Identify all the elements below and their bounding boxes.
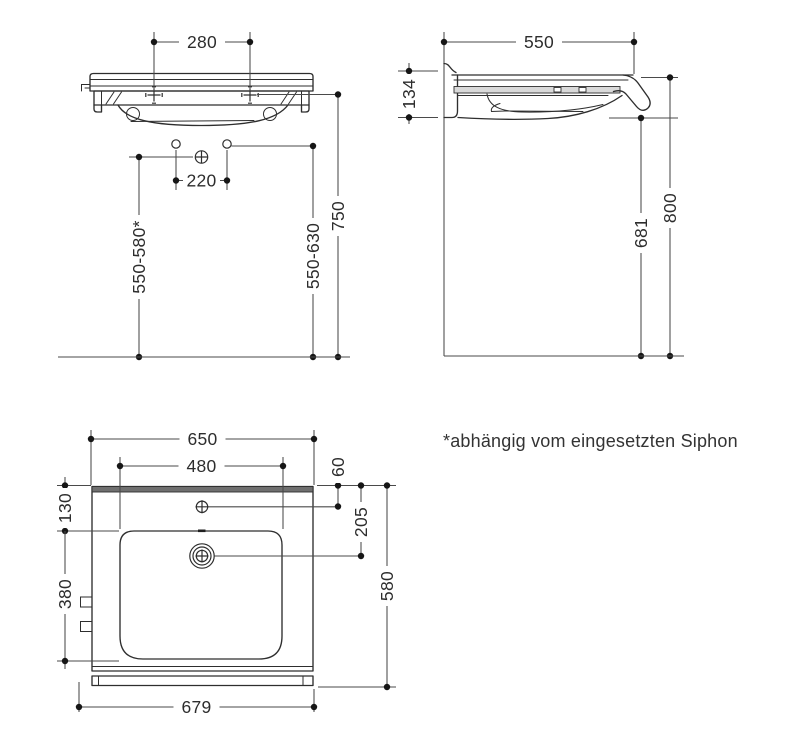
dim-label-580: 580: [377, 571, 397, 601]
dim-label-130: 130: [55, 493, 75, 523]
dim-650: 650: [87, 429, 318, 485]
dim-60: 60: [328, 451, 348, 510]
dim-800: 800: [641, 74, 680, 360]
mounting-point-icon: [145, 86, 163, 104]
dim-label-134: 134: [399, 79, 419, 109]
dim-550: 550: [440, 32, 638, 74]
dim-label-220: 220: [186, 171, 216, 191]
dim-label-679: 679: [181, 697, 211, 717]
dim-380: 380: [55, 531, 75, 669]
tap-hole-symbol: [195, 500, 209, 514]
front-view: 280 220 550-580*: [58, 32, 350, 361]
washbasin-side-outline: [443, 62, 651, 121]
tap-hole-circle: [222, 139, 232, 149]
top-view: 650 480 130: [55, 429, 397, 717]
dim-label-380: 380: [55, 579, 75, 609]
dim-label-550-580: 550-580*: [129, 220, 149, 293]
dim-134: 134: [398, 63, 438, 124]
dim-130: 130: [55, 477, 75, 535]
mounting-rail: [91, 675, 314, 687]
dim-220: 220: [172, 150, 231, 191]
dim-label-550-630: 550-630: [303, 223, 323, 289]
dim-480: 480: [116, 456, 287, 529]
dim-280: 280: [150, 32, 254, 91]
dim-681: 681: [609, 114, 678, 360]
dim-580: 580: [377, 482, 397, 691]
dim-label-750: 750: [328, 201, 348, 231]
dim-550-630: 550-630: [231, 142, 323, 361]
dim-205: 205: [351, 482, 371, 560]
dim-label-205: 205: [351, 507, 371, 537]
dim-label-280: 280: [187, 32, 217, 52]
footnote: *abhängig vom eingesetzten Siphon: [443, 431, 738, 451]
dim-label-800: 800: [660, 193, 680, 223]
dim-550-580: 550-580*: [129, 153, 193, 361]
drain-symbol-top: [189, 543, 215, 569]
dim-label-650: 650: [187, 429, 217, 449]
dim-679: 679: [75, 682, 318, 717]
dim-750: 750: [257, 91, 348, 361]
dim-label-480: 480: [186, 456, 216, 476]
dim-label-60: 60: [328, 457, 348, 477]
dim-label-681: 681: [631, 218, 651, 248]
drain-symbol-front: [194, 150, 209, 164]
dim-label-550: 550: [524, 32, 554, 52]
wall-hook-detail: [81, 84, 91, 92]
tap-hole-circle: [171, 139, 181, 149]
side-view: 550 134 800: [398, 32, 684, 360]
washbasin-top-outline: [80, 485, 314, 687]
washbasin-front-outline: [81, 72, 314, 127]
